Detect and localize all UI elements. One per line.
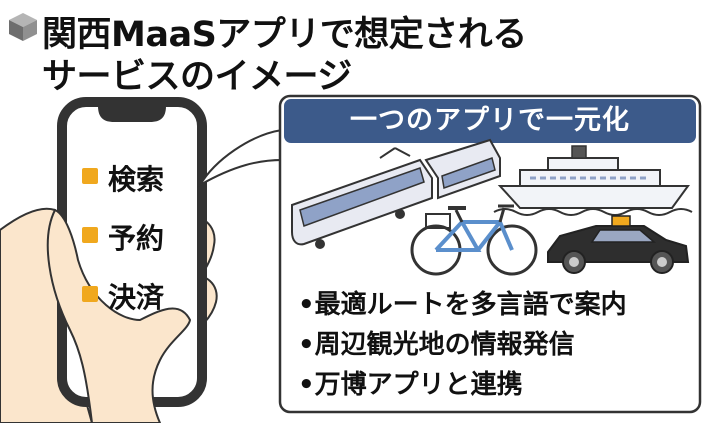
ship-icon <box>493 145 693 216</box>
phone-item-reserve: 予約 <box>82 215 202 255</box>
feature-expo-app-link: •万博アプリと連携 <box>298 370 523 400</box>
train-icon <box>291 138 501 249</box>
taxi-icon <box>547 215 690 274</box>
feature-multilingual-route: •最適ルートを多言語で案内 <box>298 290 627 320</box>
page-title-line-1: 関西MaaSアプリで想定される <box>42 15 527 55</box>
phone-item-label: 予約 <box>108 222 165 255</box>
title-block: 関西MaaSアプリで想定される サービスのイメージ <box>0 0 710 97</box>
cube-icon <box>9 13 37 41</box>
bullet-icon <box>82 168 98 184</box>
panel-header: 一つのアプリで一元化 <box>350 105 630 136</box>
phone-item-search: 検索 <box>82 156 202 196</box>
phone-item-label: 検索 <box>108 163 165 196</box>
bullet-icon <box>82 227 98 243</box>
phone-item-label: 決済 <box>108 281 165 314</box>
bullet-icon <box>82 286 98 302</box>
bicycle-icon <box>410 204 538 276</box>
phone-item-payment: 決済 <box>82 274 202 314</box>
feature-tourism-info: •周辺観光地の情報発信 <box>298 330 575 360</box>
page-title-line-2: サービスのイメージ <box>42 57 352 97</box>
